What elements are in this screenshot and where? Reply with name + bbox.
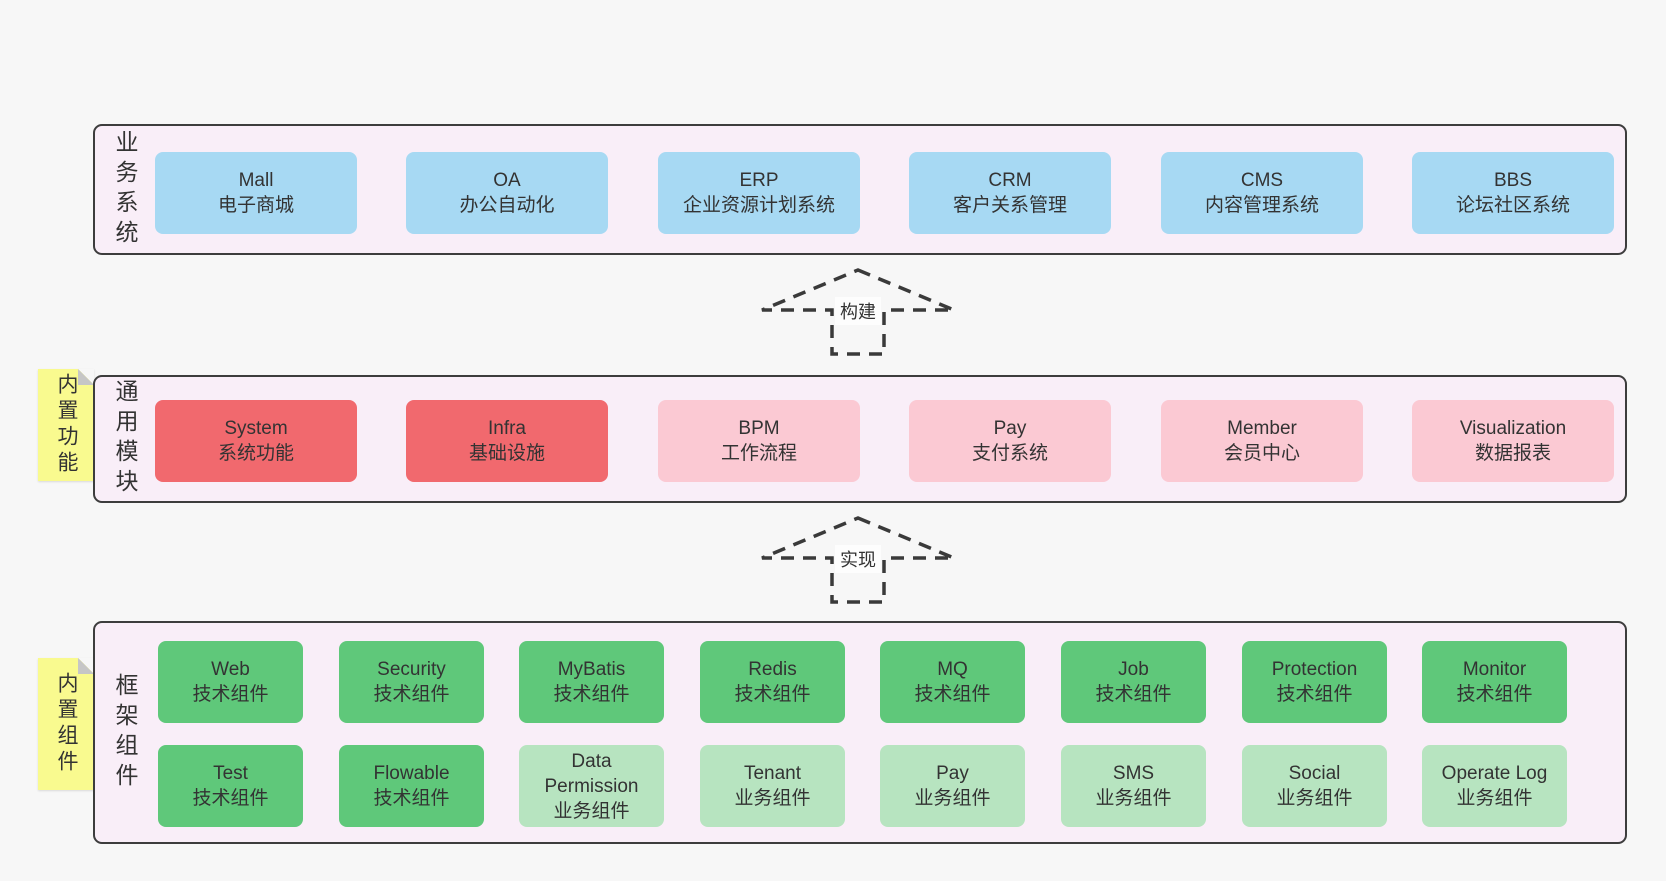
node-system: System 系统功能 [155,400,357,482]
node-subtitle: 支付系统 [971,443,1048,464]
node-subtitle: 技术组件 [1456,684,1533,705]
node-erp: ERP 企业资源计划系统 [658,152,860,234]
node-monitor: Monitor 技术组件 [1422,641,1567,723]
node-title: Protection [1271,659,1358,680]
node-subtitle: 技术组件 [914,684,991,705]
node-title: MQ [937,659,968,680]
node-subtitle: 客户关系管理 [952,195,1067,216]
node-subtitle: 业务组件 [553,800,630,822]
arrow-build-label: 构建 [835,297,881,325]
node-subtitle: 论坛社区系统 [1455,195,1570,216]
node-title: BBS [1493,170,1533,191]
node-subtitle: 办公自动化 [459,195,555,216]
node-subtitle: 技术组件 [553,684,630,705]
node-title: MyBatis [557,659,626,680]
node-subtitle: 技术组件 [1276,684,1353,705]
node-social: Social 业务组件 [1242,745,1387,827]
panel-side-label: 通用模块 [112,379,138,499]
node-bpm: BPM 工作流程 [658,400,860,482]
node-title: BPM [738,418,780,439]
node-subtitle: 业务组件 [1095,788,1172,809]
node-subtitle: 工作流程 [720,443,797,464]
node-subtitle: 基础设施 [468,443,545,464]
sticky-note-label: 内置功能 [55,373,78,477]
node-mall: Mall 电子商城 [155,152,357,234]
node-flowable: Flowable 技术组件 [339,745,484,827]
node-protection: Protection 技术组件 [1242,641,1387,723]
node-subtitle: 技术组件 [373,788,450,809]
node-tenant: Tenant 业务组件 [700,745,845,827]
node-title: ERP [739,170,779,191]
arrow-build-icon [761,268,955,356]
node-title: Mall [238,170,274,191]
node-redis: Redis 技术组件 [700,641,845,723]
node-job: Job 技术组件 [1061,641,1206,723]
node-subtitle: 会员中心 [1223,443,1300,464]
node-title: Flowable [373,763,450,784]
node-subtitle: 业务组件 [734,788,811,809]
node-member: Member 会员中心 [1161,400,1363,482]
node-mybatis: MyBatis 技术组件 [519,641,664,723]
node-title: Pay [993,418,1027,439]
node-title: Security [377,659,446,680]
node-subtitle: 业务组件 [1276,788,1353,809]
node-title: Test [213,763,248,784]
sticky-note-label: 内置组件 [55,672,78,776]
node-subtitle: 业务组件 [914,788,991,809]
node-subtitle: 数据报表 [1474,443,1551,464]
node-title: Tenant [743,763,802,784]
node-title: Operate Log [1441,763,1548,784]
node-web: Web 技术组件 [158,641,303,723]
node-title: SMS [1112,763,1155,784]
node-title: System [224,418,288,439]
node-title: Member [1227,418,1297,439]
node-title: Redis [748,659,797,680]
arrow-implement-label: 实现 [835,545,881,573]
node-subtitle: 技术组件 [192,684,269,705]
node-crm: CRM 客户关系管理 [909,152,1111,234]
node-test: Test 技术组件 [158,745,303,827]
node-subtitle: 业务组件 [1456,788,1533,809]
node-pay: Pay 支付系统 [909,400,1111,482]
node-title: OA [493,170,521,191]
node-subtitle: 电子商城 [217,195,294,216]
panel-framework-components: 框架组件 Web 技术组件 Security 技术组件 MyBatis 技术组件… [93,621,1627,844]
node-title: Data Permission [544,750,639,797]
node-subtitle: 系统功能 [217,443,294,464]
node-title: Job [1118,659,1149,680]
node-subtitle: 内容管理系统 [1204,195,1319,216]
node-title: Visualization [1459,418,1567,439]
node-operate-log: Operate Log 业务组件 [1422,745,1567,827]
node-title: CRM [988,170,1032,191]
sticky-note-built-in-components: 内置组件 [38,658,94,790]
node-bbs: BBS 论坛社区系统 [1412,152,1614,234]
node-title: Pay [936,763,969,784]
node-security: Security 技术组件 [339,641,484,723]
node-data-permission: Data Permission 业务组件 [519,745,664,827]
sticky-note-built-in-features: 内置功能 [38,369,94,481]
node-oa: OA 办公自动化 [406,152,608,234]
node-mq: MQ 技术组件 [880,641,1025,723]
node-visualization: Visualization 数据报表 [1412,400,1614,482]
node-subtitle: 技术组件 [1095,684,1172,705]
panel-side-label: 业务系统 [112,129,138,250]
node-subtitle: 技术组件 [373,684,450,705]
node-cms: CMS 内容管理系统 [1161,152,1363,234]
node-pay-business: Pay 业务组件 [880,745,1025,827]
node-title: Monitor [1462,659,1527,680]
node-title: Infra [487,418,527,439]
panel-side-label: 框架组件 [112,672,138,793]
node-sms: SMS 业务组件 [1061,745,1206,827]
node-infra: Infra 基础设施 [406,400,608,482]
node-title: Social [1288,763,1341,784]
panel-common-modules: 通用模块 System 系统功能 Infra 基础设施 BPM 工作流程 Pay… [93,375,1627,503]
panel-business-systems: 业务系统 Mall 电子商城 OA 办公自动化 ERP 企业资源计划系统 CRM… [93,124,1627,255]
node-title: CMS [1240,170,1284,191]
node-title: Web [211,659,250,680]
arrow-implement-icon [761,516,955,604]
node-subtitle: 技术组件 [734,684,811,705]
node-subtitle: 企业资源计划系统 [682,195,835,216]
node-subtitle: 技术组件 [192,788,269,809]
